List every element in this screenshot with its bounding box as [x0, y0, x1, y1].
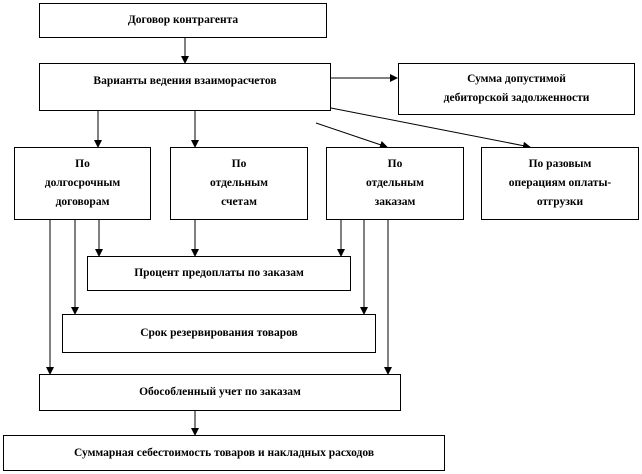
box-long-term: По долгосрочным договорам [14, 147, 151, 220]
box-label: Обособленный учет по заказам [139, 386, 301, 398]
box-label: Договор контрагента [127, 14, 239, 26]
box-receivables-limit: Сумма допустимой дебиторской задолженнос… [398, 63, 635, 115]
arrow-options-to-orders [315, 122, 388, 149]
box-label: Срок резервирования товаров [140, 327, 298, 339]
box-one-time: По разовым операциям оплаты- отгрузки [481, 147, 639, 220]
box-reservation: Срок резервирования товаров [62, 314, 376, 353]
box-label: Варианты ведения взаиморасчетов [93, 75, 277, 87]
box-contract: Договор контрагента [39, 3, 327, 38]
box-label: По долгосрочным договорам [44, 158, 121, 208]
arrow-options-to-one-time [330, 107, 531, 150]
box-label: Процент предоплаты по заказам [134, 267, 304, 279]
box-prepayment: Процент предоплаты по заказам [87, 256, 351, 291]
box-separate-accounting: Обособленный учет по заказам [39, 374, 401, 411]
box-separate-invoices: По отдельным счетам [170, 147, 308, 220]
box-label: Суммарная себестоимость товаров и наклад… [73, 446, 375, 459]
box-label: Сумма допустимой дебиторской задолженнос… [443, 73, 590, 104]
box-separate-orders: По отдельным заказам [326, 147, 464, 220]
box-label: По отдельным счетам [210, 158, 268, 208]
box-total-cost: Суммарная себестоимость товаров и наклад… [3, 435, 445, 471]
box-label: По отдельным заказам [366, 158, 424, 208]
box-label: По разовым операциям оплаты- отгрузки [508, 158, 612, 208]
box-settlement-options: Варианты ведения взаиморасчетов [39, 63, 331, 111]
